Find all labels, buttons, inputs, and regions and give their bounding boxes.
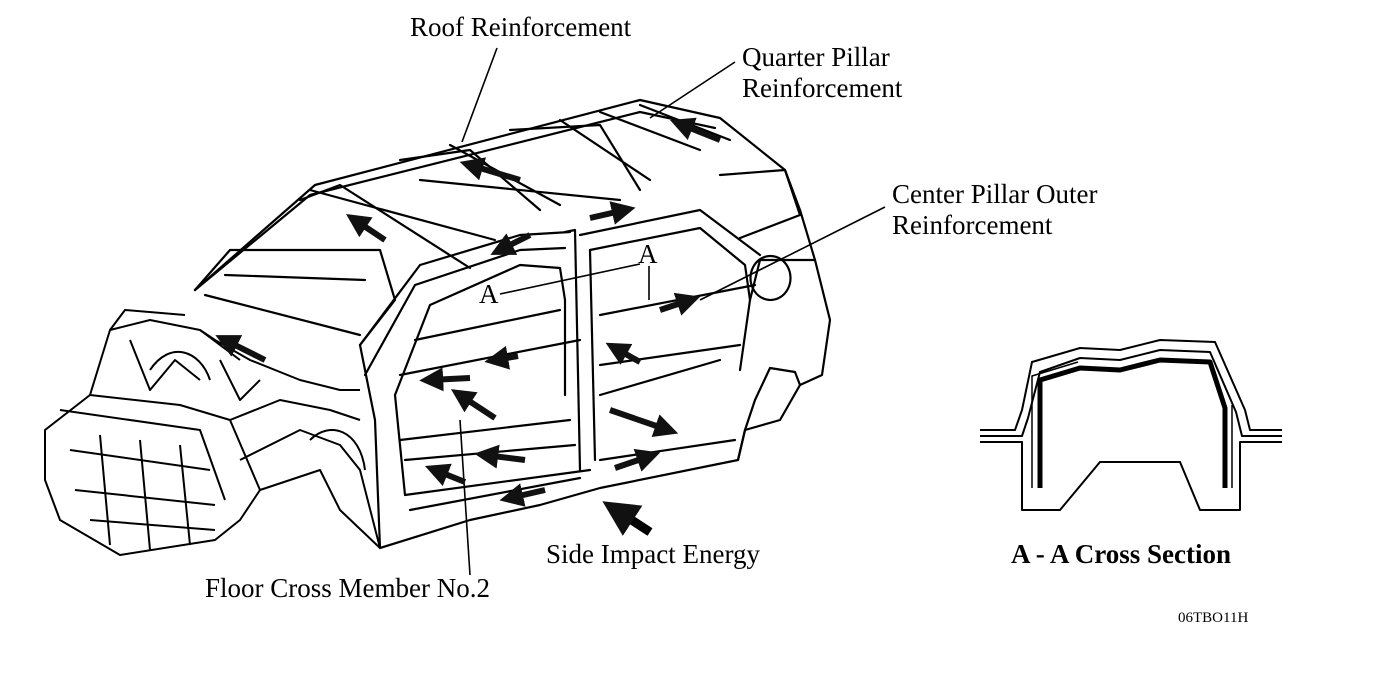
center-leader [699, 206, 886, 301]
cross-section-drawing [980, 339, 1282, 511]
impact-arrow-icon [602, 501, 653, 536]
load-path-arrows [215, 117, 722, 507]
section-line [499, 263, 641, 295]
floor-cross-member-label: Floor Cross Member No.2 [205, 573, 490, 603]
section-mark-left: A [479, 279, 499, 309]
cross-section-caption: A - A Cross Section [1011, 539, 1232, 569]
quarter-pillar-label-line1: Quarter Pillar [742, 42, 890, 72]
roof-leader [461, 47, 498, 143]
center-pillar-label-line1: Center Pillar Outer [892, 179, 1098, 209]
quarter-leader [649, 61, 736, 119]
floor-leader [459, 419, 471, 576]
roof-reinforcement-label: Roof Reinforcement [410, 12, 632, 42]
section-mark-right: A [638, 239, 658, 269]
center-pillar-label-line2: Reinforcement [892, 210, 1053, 240]
side-impact-energy-label: Side Impact Energy [546, 539, 760, 569]
figure-id: 06TBO11H [1178, 610, 1249, 626]
front-end-outline [44, 394, 261, 556]
quarter-pillar-label-line2: Reinforcement [742, 73, 903, 103]
